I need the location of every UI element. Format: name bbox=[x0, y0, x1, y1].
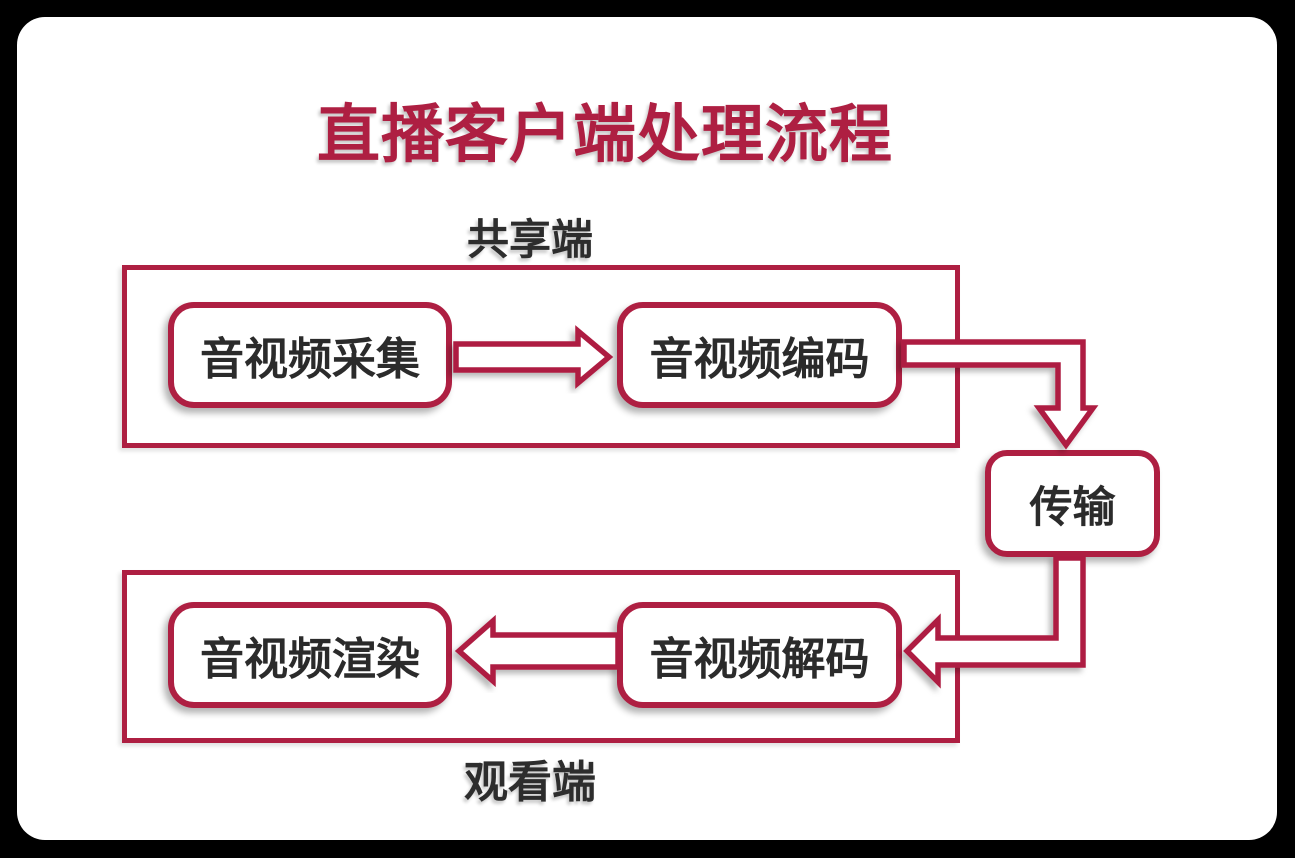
node-transmit-label: 传输 bbox=[1029, 483, 1116, 532]
node-encode: 音视频编码 bbox=[617, 302, 902, 408]
node-capture-label: 音视频采集 bbox=[200, 335, 420, 384]
node-render: 音视频渲染 bbox=[168, 602, 452, 708]
node-capture: 音视频采集 bbox=[168, 302, 452, 408]
node-decode-label: 音视频解码 bbox=[649, 635, 870, 684]
watch-section-label: 观看端 bbox=[464, 758, 596, 807]
diagram-title: 直播客户端处理流程 bbox=[317, 100, 893, 170]
share-section-label: 共享端 bbox=[466, 216, 593, 263]
node-decode: 音视频解码 bbox=[617, 602, 902, 708]
node-render-label: 音视频渲染 bbox=[200, 635, 420, 684]
node-encode-label: 音视频编码 bbox=[649, 335, 870, 384]
node-transmit: 传输 bbox=[985, 450, 1160, 557]
